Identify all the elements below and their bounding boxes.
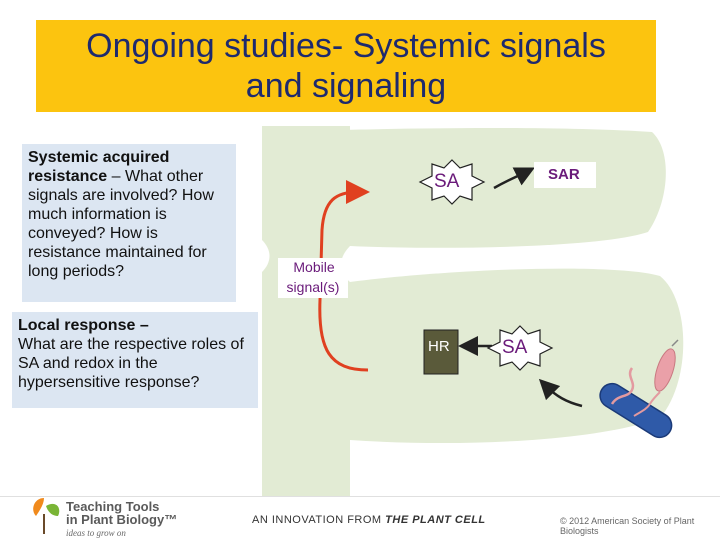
logo-leaf-orange-icon <box>33 498 44 516</box>
sa-star-top <box>418 159 486 205</box>
mobile-signal-arrow <box>318 180 370 372</box>
title-line-1: Ongoing studies- Systemic signals <box>86 27 606 65</box>
pilus-tip-icon <box>671 339 679 347</box>
footer-innovation: AN INNOVATION FROM THE PLANT CELL <box>252 514 486 526</box>
stem-notch-left <box>262 240 270 272</box>
mobile-signal-box <box>278 258 348 298</box>
footer-logo-text: Teaching Tools in Plant Biology™ <box>66 500 177 526</box>
hr-box <box>423 329 459 375</box>
mobile-signal-label-line2: signal(s) <box>286 279 340 295</box>
hr-label: HR <box>428 338 450 355</box>
sar-label: SAR <box>548 166 580 183</box>
footer-divider <box>0 496 720 497</box>
question-local-heading: Local response – <box>18 317 149 334</box>
question-systemic-heading: Systemic acquired resistance <box>28 149 170 185</box>
pathogen-to-sa-arrow <box>538 378 583 408</box>
question-local-box: Local response – What are the respective … <box>12 312 258 408</box>
sa-label-top: SA <box>434 171 460 192</box>
pilus-stalk-icon <box>633 391 661 417</box>
sar-box <box>534 162 596 188</box>
footer-copyright: © 2012 American Society of Plant Biologi… <box>560 516 695 536</box>
question-systemic-box: Systemic acquired resistance – What othe… <box>22 144 236 302</box>
title-banner: Ongoing studies- Systemic signals and si… <box>36 20 656 112</box>
upper-leaf <box>340 128 666 248</box>
plant-stem <box>262 126 350 496</box>
footer-tagline: ideas to grow on <box>66 528 126 538</box>
sa-label-bottom: SA <box>502 337 528 358</box>
mobile-signal-label-line1: Mobile <box>293 259 335 275</box>
question-systemic-text: – What other signals are involved? How m… <box>28 168 214 280</box>
pilus-icon <box>654 348 676 392</box>
footer-logo-line2: in Plant Biology™ <box>66 512 178 527</box>
sa-to-sar-arrow <box>493 167 535 190</box>
footer-innovation-bold: THE PLANT CELL <box>385 514 486 526</box>
title-line-2: and signaling <box>245 67 447 105</box>
sa-star-bottom <box>486 325 554 371</box>
logo-leaf-green-icon <box>46 503 60 516</box>
question-local-text: What are the respective roles of SA and … <box>18 336 244 391</box>
footer-logo-line1: Teaching Tools <box>66 499 160 514</box>
flagellum-icon <box>610 367 635 405</box>
footer-innovation-prefix: AN INNOVATION FROM <box>252 514 386 526</box>
